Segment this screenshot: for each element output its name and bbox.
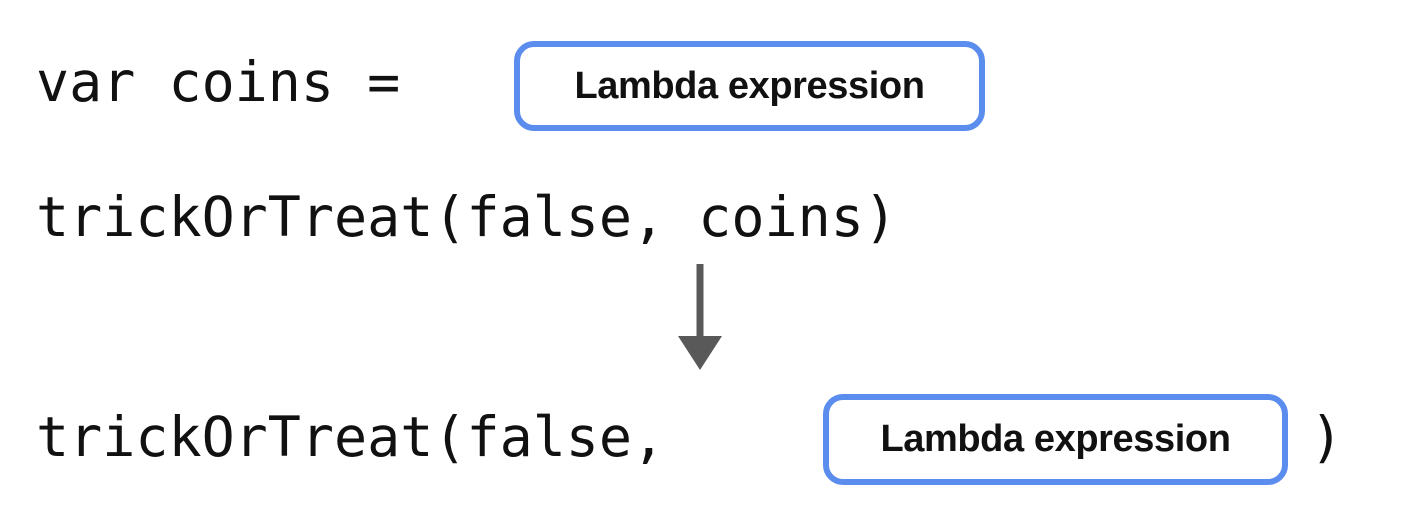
code-line-1-prefix: var coins =: [36, 50, 434, 114]
lambda-expression-label: Lambda expression: [880, 418, 1231, 460]
code-line-2: trickOrTreat(false, coins): [36, 185, 897, 249]
arrow-head: [678, 336, 722, 370]
lambda-expression-label: Lambda expression: [574, 64, 925, 107]
arrow-down-icon-svg: [678, 264, 722, 370]
arrow-down-icon: [660, 258, 740, 373]
code-line-3-suffix: ): [1310, 405, 1344, 469]
lambda-expression-box-after[interactable]: Lambda expression: [823, 394, 1288, 485]
code-line-3-prefix: trickOrTreat(false,: [36, 405, 699, 469]
lambda-expression-box-before[interactable]: Lambda expression: [514, 41, 985, 131]
